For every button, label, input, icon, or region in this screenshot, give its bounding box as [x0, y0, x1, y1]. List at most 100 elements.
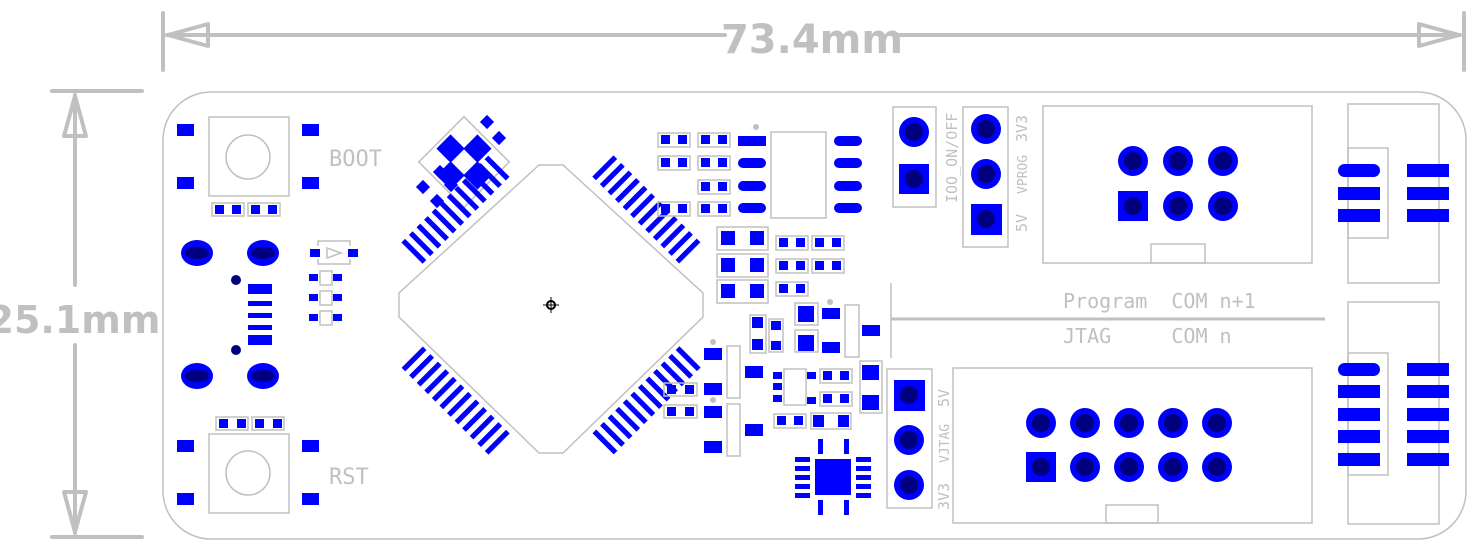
qfp-pin [622, 185, 648, 211]
boot-button-footprint: BOOT [177, 116, 382, 217]
passive-outline [657, 201, 691, 217]
passive-outline [657, 132, 691, 148]
passive-pad [718, 158, 727, 167]
qfp-pin [660, 223, 686, 249]
drill-hole [1076, 414, 1094, 432]
rst-button-footprint: RST [177, 416, 369, 514]
passive-pad [701, 204, 710, 213]
drill-hole [1214, 197, 1232, 215]
qfp-pin [401, 238, 427, 264]
program-com-label: Program COM n+1 [1063, 289, 1256, 313]
drill-hole [1208, 414, 1226, 432]
drill-hole [1164, 458, 1182, 476]
qfp-pin [454, 185, 480, 211]
qfp-pin [614, 178, 640, 203]
drill-hole [1169, 197, 1187, 215]
qfp-pin [424, 369, 450, 395]
passive-pad [815, 261, 824, 270]
passive-pad [779, 284, 788, 293]
passive-pad [661, 135, 670, 144]
qfp-pin [652, 215, 678, 241]
qfp-pin [607, 170, 633, 196]
width-dimension-label: 73.4mm [721, 17, 903, 63]
qfp-pin [675, 238, 701, 264]
passive-outline [697, 179, 731, 195]
qfp-pin [668, 353, 694, 379]
soic8-footprint [738, 124, 862, 219]
passive-outline [657, 155, 691, 171]
qfp-pin [667, 231, 693, 256]
led-resistor-group [309, 240, 358, 326]
qfp-pin [446, 391, 472, 417]
passive-outline [811, 258, 845, 274]
drill-hole [1124, 152, 1142, 170]
drill-hole [1169, 152, 1187, 170]
passive-pad [718, 204, 727, 213]
passive-outline [697, 155, 731, 171]
qfp-pin [461, 178, 487, 204]
drill-hole [1208, 458, 1226, 476]
drill-hole [1032, 414, 1050, 432]
jtag-3v3-label: 3V3 [935, 483, 953, 510]
qfp-pin [675, 346, 701, 372]
usb-connector-bottom-right [1338, 301, 1449, 525]
qfp-pin [637, 200, 663, 226]
mcu-qfp-footprint [398, 155, 704, 455]
drill-hole [1120, 458, 1138, 476]
qfp-pin [439, 384, 465, 410]
passive-pad [718, 135, 727, 144]
diode-array [716, 226, 769, 304]
passive-outline [697, 132, 731, 148]
height-dimension: 25.1mm [0, 89, 160, 539]
qfp-pin [592, 429, 618, 455]
board-outline [162, 91, 1467, 540]
qfp-pin [408, 231, 434, 257]
qfp-pin [416, 361, 442, 387]
com-port-legend: Program COM n+1 JTAG COM n [890, 283, 1325, 358]
qfp-pin [622, 399, 648, 425]
qfp-pin [431, 376, 457, 402]
drill-hole [1124, 197, 1142, 215]
jtag-header-footprint [952, 367, 1313, 524]
passive-pad [796, 284, 805, 293]
qfp-pin [477, 163, 502, 189]
qfp-pin [484, 155, 510, 181]
qfn-footprint [795, 439, 871, 515]
qfp-pin [431, 208, 457, 234]
vprog-label: VPROG [1016, 155, 1031, 194]
qfp-pin [607, 414, 633, 440]
qfp-pin [409, 354, 435, 379]
drill-hole [1164, 414, 1182, 432]
passive-outline [775, 281, 809, 297]
vprog-selector-footprint: 3V3 VPROG 5V [962, 106, 1031, 248]
passive-pad [779, 238, 788, 247]
boot-label: BOOT [329, 147, 382, 172]
qfp-pin [615, 406, 641, 432]
program-header-footprint [1042, 105, 1313, 264]
qfp-pin [600, 421, 625, 447]
qfp-pin [630, 391, 656, 417]
crystal-caps [415, 114, 507, 209]
qfp-pin [416, 223, 442, 249]
passive-outline [775, 235, 809, 251]
passive-pad [718, 182, 727, 191]
usb-connector-top-right [1338, 103, 1449, 284]
passive-pad [796, 238, 805, 247]
qfp-pin [446, 193, 472, 219]
regulator-area [663, 299, 883, 457]
passive-pad [678, 158, 687, 167]
passive-pad [701, 182, 710, 191]
passive-outline [697, 201, 731, 217]
qfp-pin [454, 399, 480, 425]
passive-pad [796, 261, 805, 270]
rst-label: RST [329, 465, 369, 490]
drill-hole [1214, 152, 1232, 170]
qfp-pin [637, 384, 663, 410]
qfp-pin [592, 155, 618, 181]
vjtag-label: VJTAG [938, 424, 953, 463]
usb-connector-footprint [181, 240, 279, 389]
qfp-pin [477, 422, 503, 448]
passive-pad [815, 238, 824, 247]
jtag-5v-label: 5V [935, 389, 953, 407]
